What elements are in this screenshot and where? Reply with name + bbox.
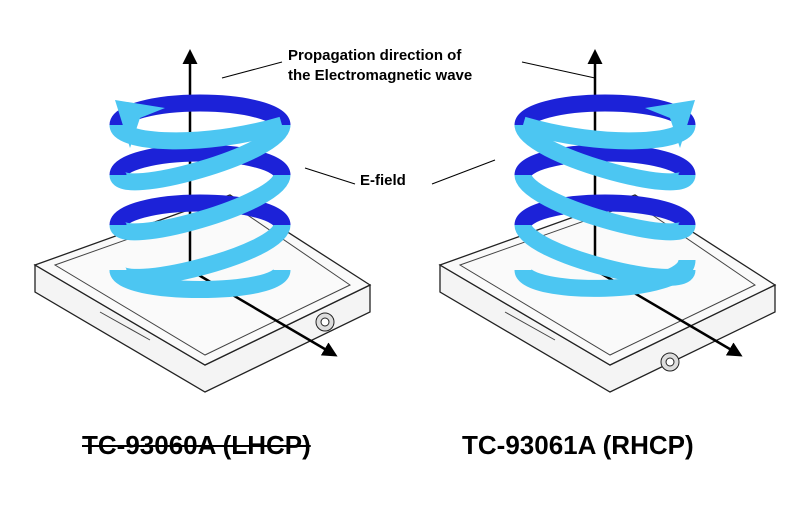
efield-coil-front [520, 116, 696, 150]
antenna-bracket [504, 311, 556, 341]
efield-coil-back [109, 194, 291, 227]
leader-line [304, 167, 356, 185]
antenna-lhcp [33, 49, 372, 393]
propagation-line-2: the Electromagnetic wave [288, 67, 473, 84]
leader-line [221, 61, 283, 79]
efield-coil-front [109, 122, 291, 191]
propagation-label: Propagation direction of the Electromagn… [288, 46, 472, 86]
efield-coil-back [514, 194, 696, 227]
efield-coil-back [514, 144, 696, 177]
efield-coil-front [109, 116, 285, 150]
efield-arrowhead [645, 100, 695, 148]
leader-line [431, 159, 496, 185]
connector-pin [665, 357, 675, 367]
connector-pin [320, 317, 330, 327]
propagation-line-1: Propagation direction of [288, 47, 462, 64]
efield-coil-front [514, 257, 696, 297]
model-label-rhcp: TC-93061A (RHCP) [462, 430, 694, 460]
model-label-lhcp: TC-93060A (LHCP) [82, 430, 311, 460]
antenna-radome-edge [458, 202, 756, 356]
leader-lines [221, 61, 596, 185]
efield-coil-front [109, 266, 291, 298]
antenna-rhcp [438, 49, 777, 393]
efield-coil-front [109, 172, 291, 241]
efield-coil-front [514, 122, 696, 191]
efield-coil-back [109, 144, 291, 177]
efield-label: E-field [360, 172, 406, 189]
leader-line [521, 61, 596, 79]
efield-coil-front [514, 172, 696, 241]
antenna-bracket [99, 311, 151, 341]
efield-arrowhead [115, 100, 165, 148]
